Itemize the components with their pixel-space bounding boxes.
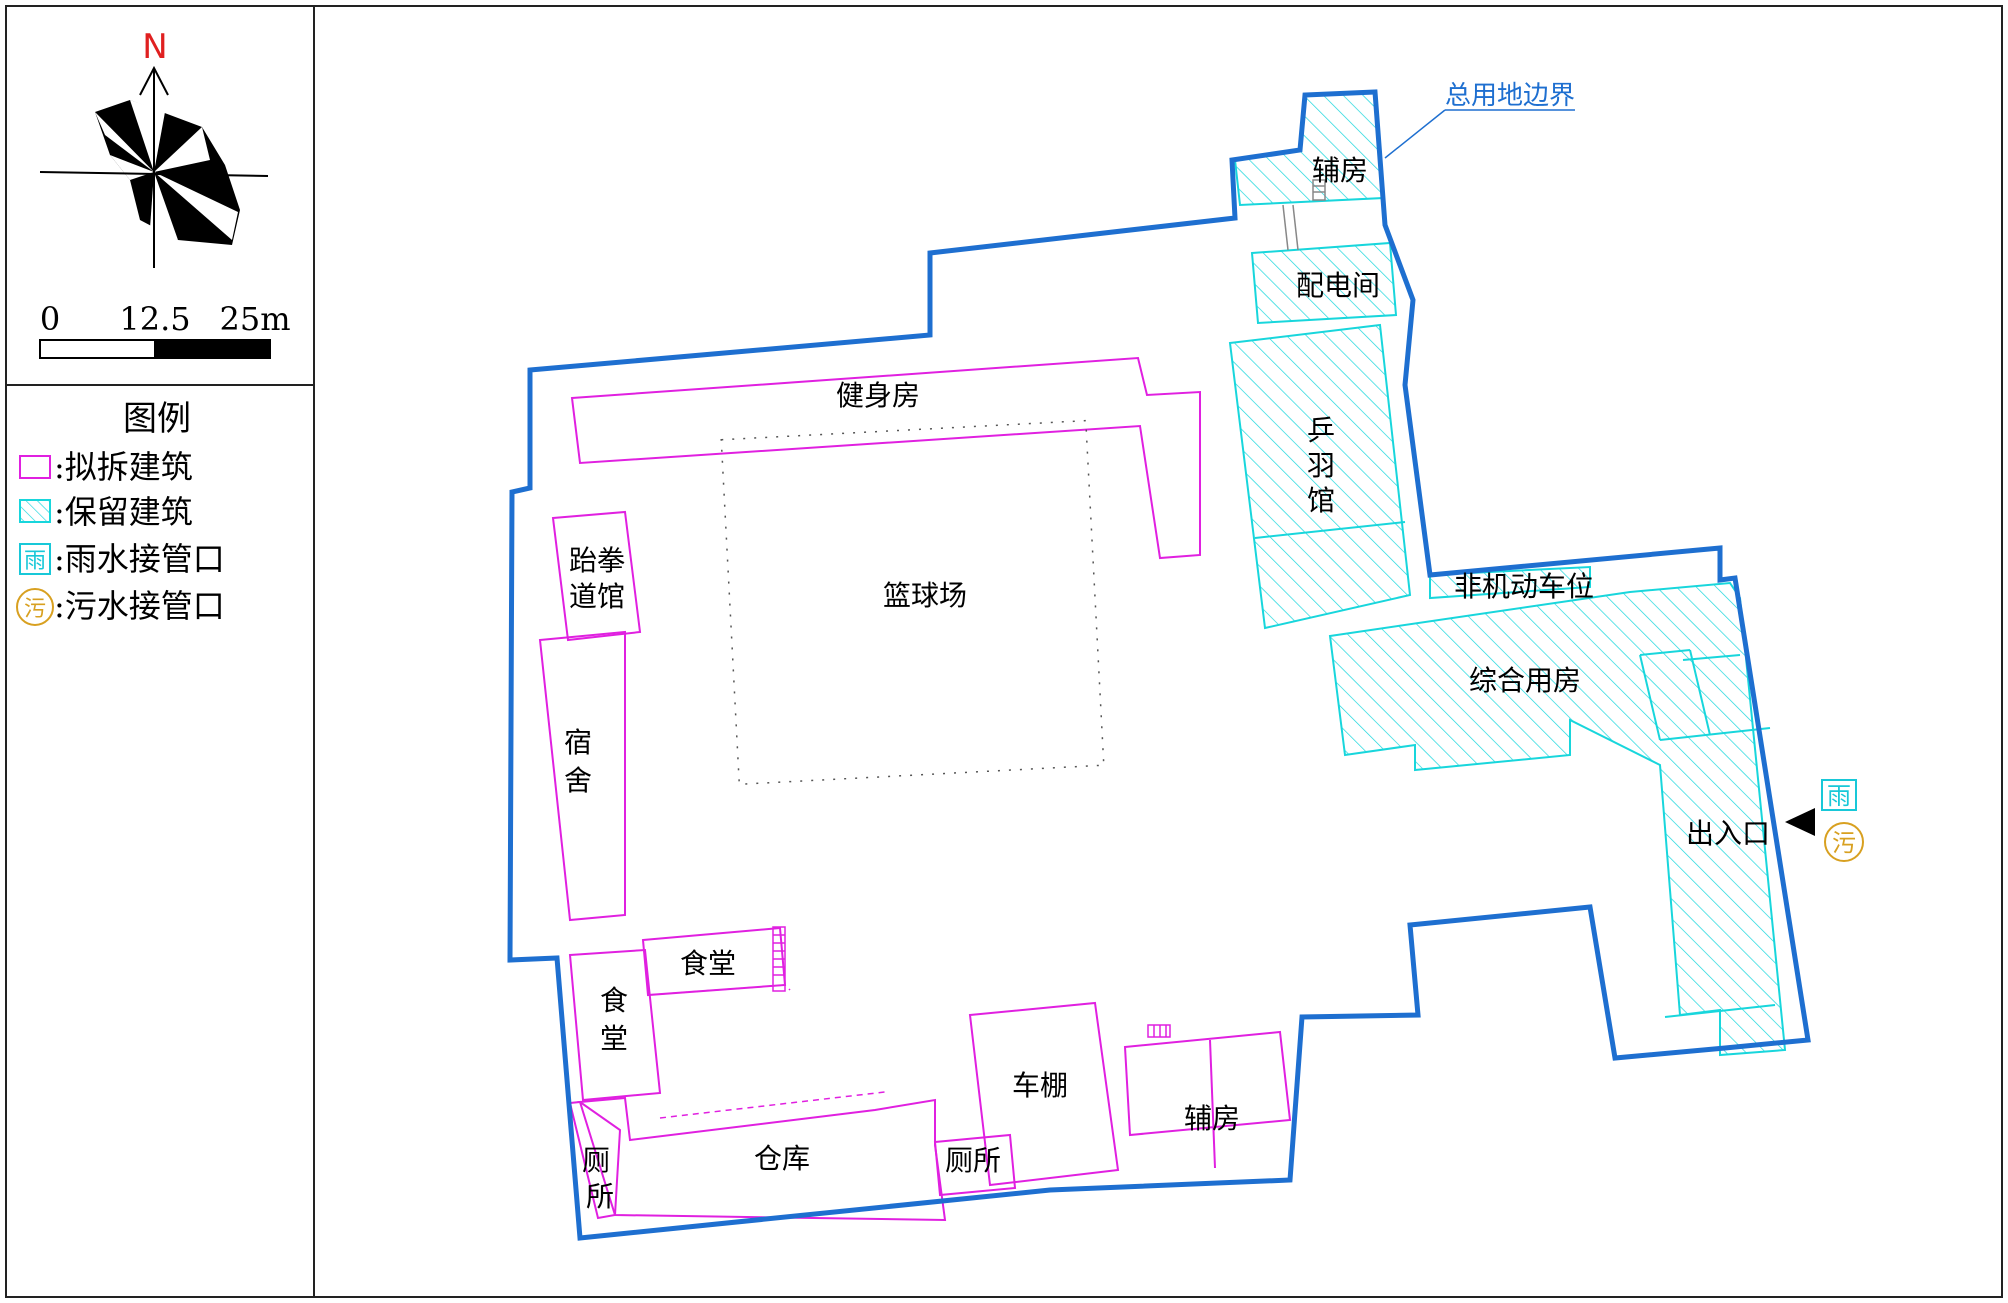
label-shed: 车棚 [1012, 1069, 1068, 1102]
label-toilet-a-2: 所 [586, 1180, 614, 1213]
demolish-taekwondo [551, 510, 642, 642]
retained-pingpong-hall [1228, 323, 1412, 630]
legend: 图例 :拟拆建筑 :保留建筑 雨 :雨水接管口 污 :污水接管口 [16, 399, 225, 626]
demolish-warehouse [577, 1096, 947, 1222]
retained-annex-north [1233, 90, 1385, 207]
entrance-markers: 雨 污 [1785, 779, 1864, 862]
sewage-connection-glyph: 污 [1832, 829, 1856, 857]
label-dorm-1: 宿 [564, 726, 592, 759]
boundary-label: 总用地边界 [1445, 81, 1575, 111]
retained-power-room [1250, 241, 1398, 325]
retained-inner-1 [1639, 649, 1691, 656]
legend-label-rain: :雨水接管口 [54, 540, 225, 578]
label-power-room: 配电间 [1296, 269, 1380, 302]
demolish-dorm [538, 630, 626, 922]
boundary-callout: 总用地边界 [1384, 81, 1575, 159]
rain-connection-marker [1821, 779, 1857, 811]
sewage-connection-marker [1824, 822, 1864, 862]
label-canteen-b-2: 堂 [600, 1022, 628, 1055]
label-warehouse: 仓库 [754, 1142, 810, 1175]
scale-bar: 0 12.5 25m [39, 300, 291, 359]
label-canteen-b-1: 食 [600, 984, 628, 1017]
scale-tick-0: 0 [40, 300, 60, 338]
label-entrance: 出入口 [1686, 817, 1770, 850]
label-gym: 健身房 [836, 379, 920, 412]
retained-inner-2 [1639, 654, 1661, 741]
legend-title: 图例 [123, 399, 191, 439]
north-stair-icon [1312, 179, 1326, 201]
label-multi-use: 综合用房 [1469, 664, 1581, 697]
label-pingpong-2: 羽 [1307, 449, 1335, 482]
north-arrow: N [39, 27, 269, 268]
demolish-canteen-b [568, 948, 662, 1102]
retained-inner-5 [1682, 654, 1741, 661]
label-annex-north: 辅房 [1312, 154, 1368, 187]
retained-inner-4 [1659, 727, 1771, 741]
basketball-court [720, 419, 1105, 786]
north-letter: N [142, 27, 167, 67]
label-toilet-a-1: 厕 [582, 1144, 610, 1177]
warehouse-dash-edge [659, 1091, 886, 1119]
demolish-toilet-a [568, 1100, 617, 1220]
legend-swatch-sewage [16, 588, 54, 626]
scale-tick-25: 25m [219, 300, 290, 338]
label-pingpong-1: 乒 [1307, 414, 1335, 447]
rain-connection-glyph: 雨 [1827, 782, 1851, 810]
legend-swatch-rain [19, 543, 51, 575]
dashed-outlines [647, 984, 886, 1119]
legend-label-demolish: :拟拆建筑 [54, 448, 193, 486]
label-taekwondo-2: 道馆 [569, 580, 625, 613]
demolish-annex-south [1123, 1030, 1292, 1137]
legend-label-retain: :保留建筑 [54, 493, 193, 531]
legend-label-sewage: :污水接管口 [54, 587, 225, 625]
scale-tick-12-5: 12.5 [119, 300, 190, 338]
building-labels: 健身房 篮球场 跆拳 道馆 宿 舍 食堂 食 堂 厕 所 仓库 厕所 车棚 辅房… [564, 154, 1770, 1213]
demolish-annex-divider [1209, 1039, 1216, 1169]
outer-frame [5, 5, 2003, 1298]
demolish-buildings [538, 356, 1292, 1222]
label-bike-parking: 非机动车位 [1454, 570, 1594, 603]
frame [5, 5, 2003, 1298]
retained-pingpong-divider [1254, 521, 1406, 539]
stairs [772, 926, 1171, 1038]
label-taekwondo-1: 跆拳 [569, 544, 625, 577]
retained-inner-3 [1689, 649, 1711, 736]
label-basketball: 篮球场 [883, 579, 967, 612]
site-boundary [507, 89, 1811, 1241]
demolish-shed [968, 1001, 1120, 1187]
north-stairs [1282, 179, 1326, 251]
legend-swatch-retain [19, 499, 51, 523]
entrance-arrow-icon [1785, 808, 1815, 836]
legend-rain-glyph: 雨 [24, 549, 46, 574]
label-toilet-b: 厕所 [945, 1144, 1001, 1177]
label-annex-south: 辅房 [1184, 1102, 1240, 1135]
label-pingpong-3: 馆 [1307, 484, 1335, 517]
legend-swatch-demolish [19, 455, 51, 479]
label-dorm-2: 舍 [564, 764, 592, 797]
retained-bike-parking [1429, 565, 1591, 600]
label-canteen-a: 食堂 [680, 947, 736, 980]
legend-sewage-glyph: 污 [24, 597, 46, 622]
demolish-gym [570, 356, 1201, 560]
retained-inner-6 [1664, 1004, 1776, 1018]
annex-stair-icon [1147, 1024, 1171, 1038]
